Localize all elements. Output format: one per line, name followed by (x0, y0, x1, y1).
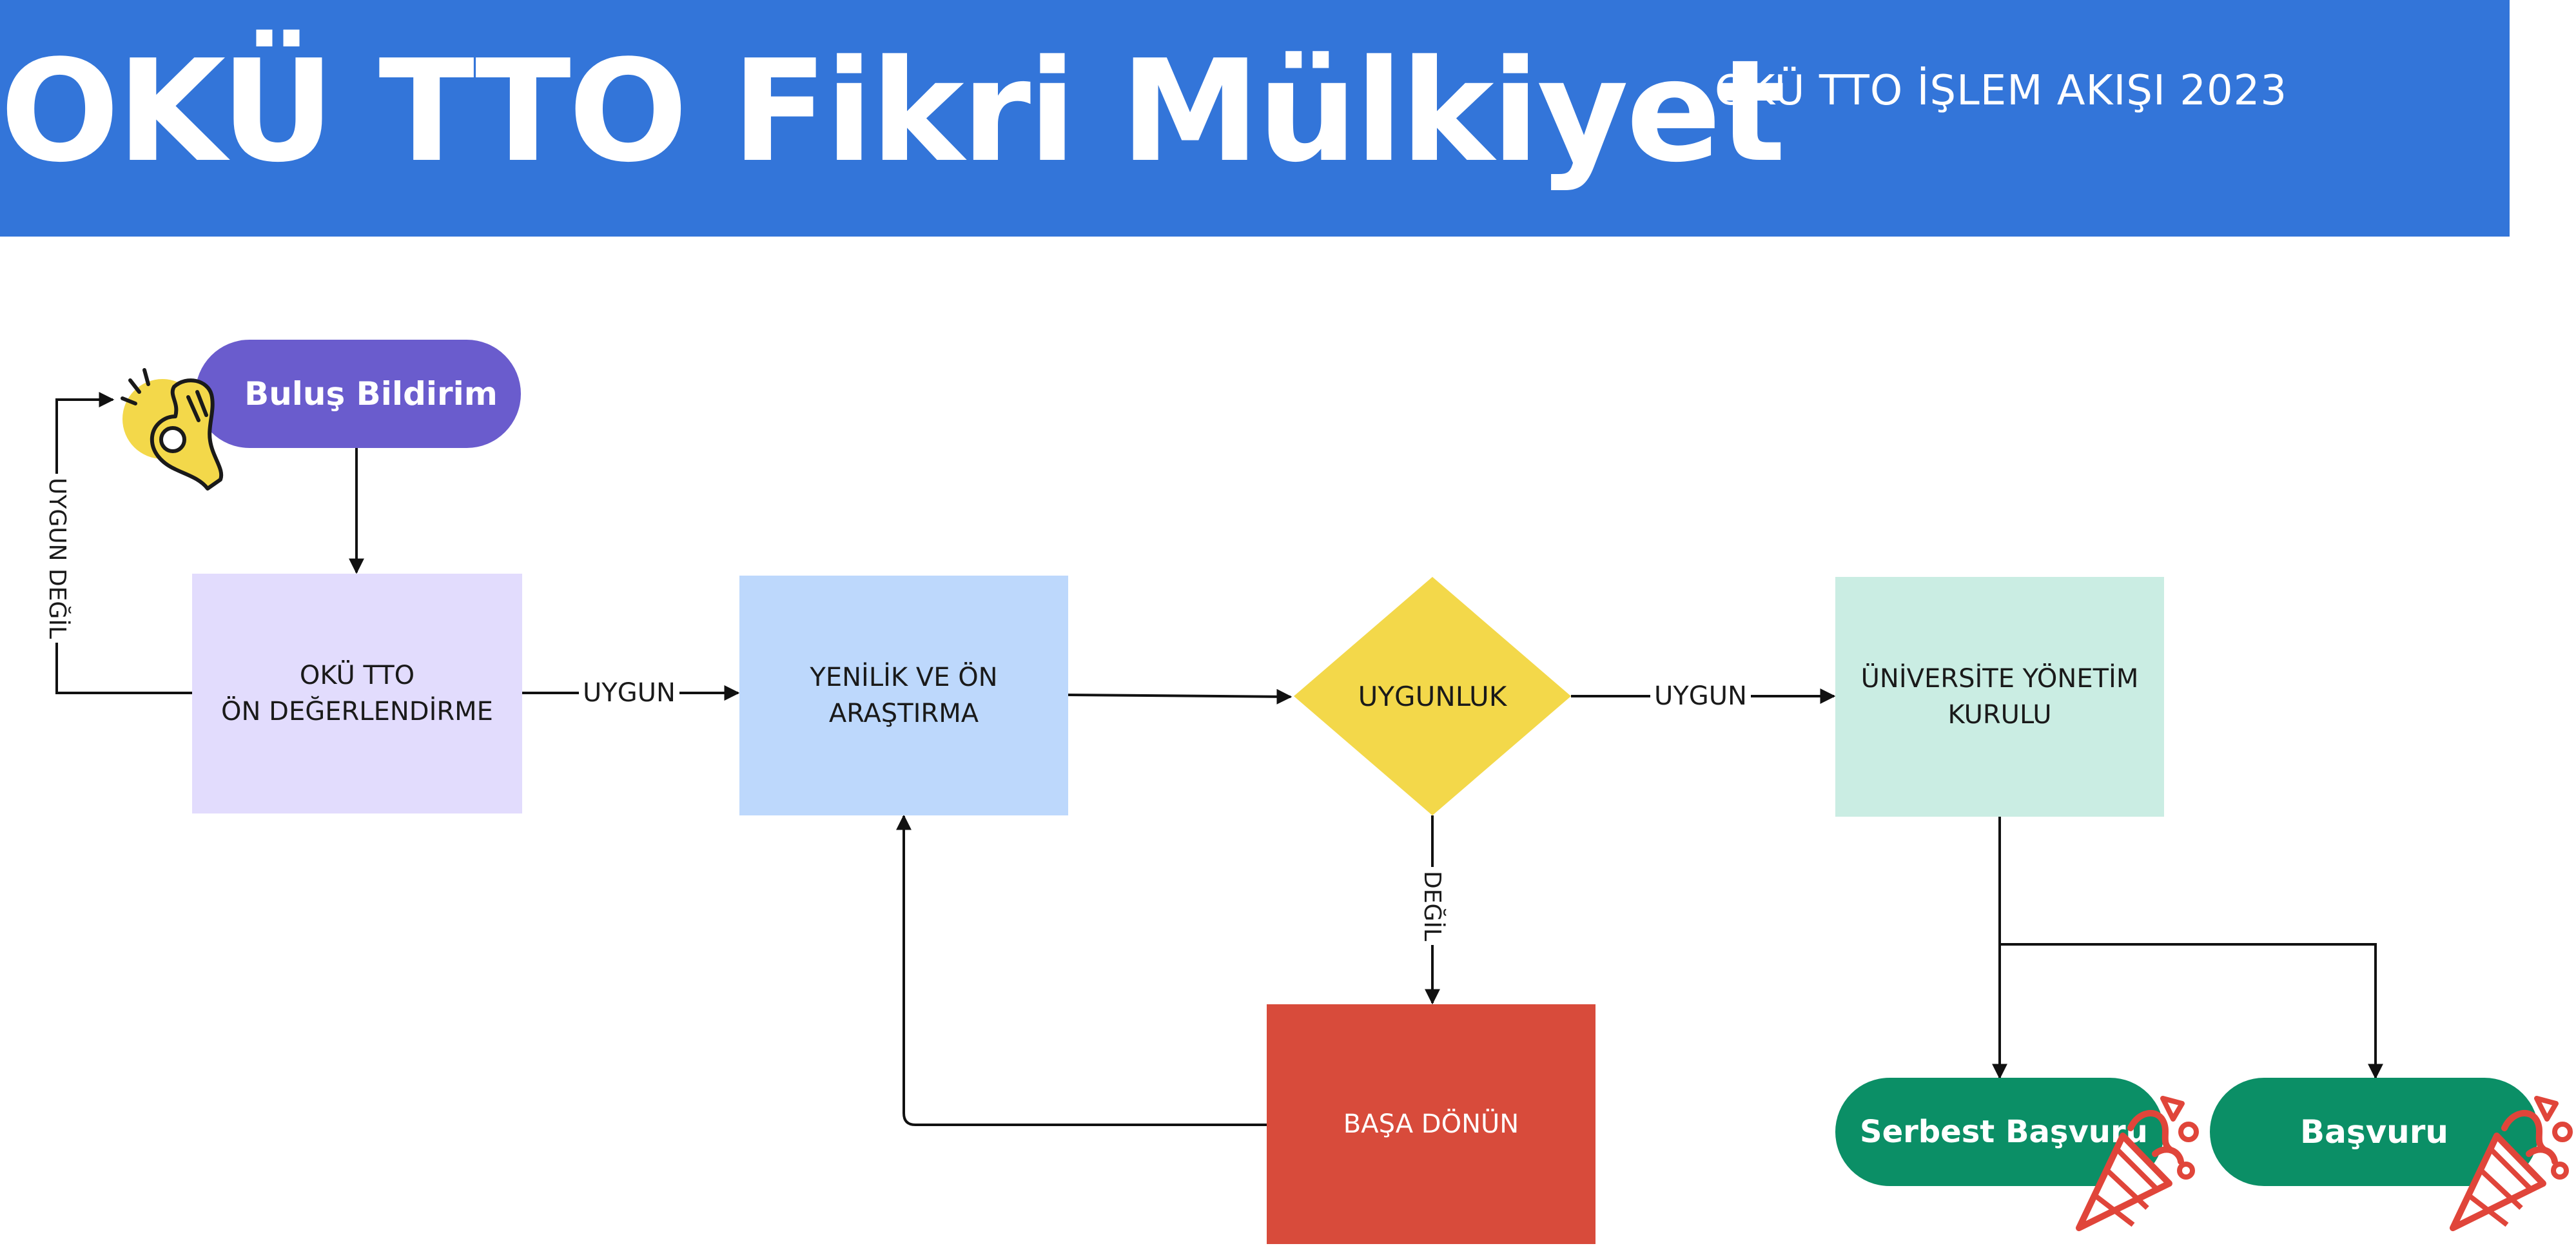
research-line1: YENİLİK VE ÖN (810, 663, 998, 692)
header-bar (0, 0, 2510, 237)
restart-label: BAŞA DÖNÜN (1343, 1109, 1519, 1139)
connector-research-to-decision (1068, 688, 1293, 705)
research-box: YENİLİK VE ÖN ARAŞTIRMA (739, 576, 1068, 815)
pre-evaluation-box: OKÜ TTO ÖN DEĞERLENDİRME (192, 574, 522, 813)
page-subtitle: OKÜ TTO İŞLEM AKIŞI 2023 (1715, 67, 2288, 115)
start-node-buluş-bildirim: Buluş Bildirim (195, 340, 521, 448)
restart-box: BAŞA DÖNÜN (1267, 1004, 1595, 1244)
party-popper-icon (2450, 1096, 2573, 1231)
edge-label-not-suitable-loop: UYGUN DEĞİL (44, 474, 70, 643)
edge-label-suitable-2: UYGUN (1650, 681, 1751, 712)
research-line2: ARAŞTIRMA (828, 699, 979, 728)
university-board-box: ÜNİVERSİTE YÖNETİM KURULU (1835, 577, 2164, 817)
start-node-label: Buluş Bildirim (244, 375, 498, 413)
edge-label-suitable-1: UYGUN (579, 677, 679, 708)
connector-board-to-application (2000, 943, 2383, 1080)
ok-hand-icon (121, 368, 224, 491)
page-title: OKÜ TTO Fikri Mülkiyet (0, 30, 1786, 193)
board-line1: ÜNİVERSİTE YÖNETİM (1860, 664, 2139, 694)
edge-label-not-suitable: DEĞİL (1419, 867, 1445, 946)
connector-restart-to-research (896, 814, 1267, 1126)
pre-evaluation-line1: OKÜ TTO (299, 661, 415, 690)
pre-evaluation-line2: ÖN DEĞERLENDİRME (221, 697, 493, 726)
party-popper-icon (2076, 1096, 2199, 1231)
free-application-label: Serbest Başvuru (1860, 1114, 2148, 1150)
application-label: Başvuru (2299, 1113, 2449, 1151)
decision-label: UYGUNLUK (1358, 680, 1507, 712)
board-line2: KURULU (1947, 700, 2052, 730)
